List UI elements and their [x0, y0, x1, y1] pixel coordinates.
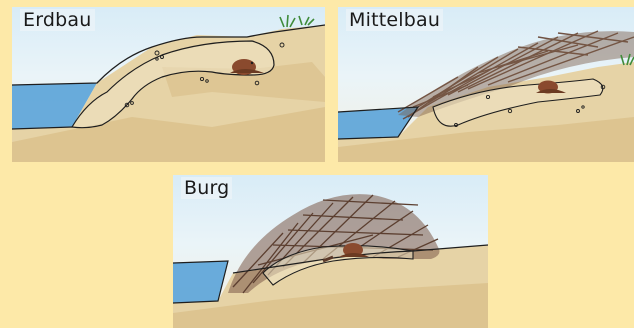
panel-label-mittelbau: Mittelbau: [346, 9, 443, 31]
panel-mittelbau: Mittelbau: [338, 7, 634, 162]
grass: [280, 15, 314, 27]
water: [173, 261, 228, 303]
panel-erdbau: Erdbau: [12, 7, 325, 162]
panel-label-erdbau: Erdbau: [20, 9, 95, 31]
panel-burg: Burg: [173, 175, 488, 328]
panel-label-burg: Burg: [181, 177, 232, 199]
